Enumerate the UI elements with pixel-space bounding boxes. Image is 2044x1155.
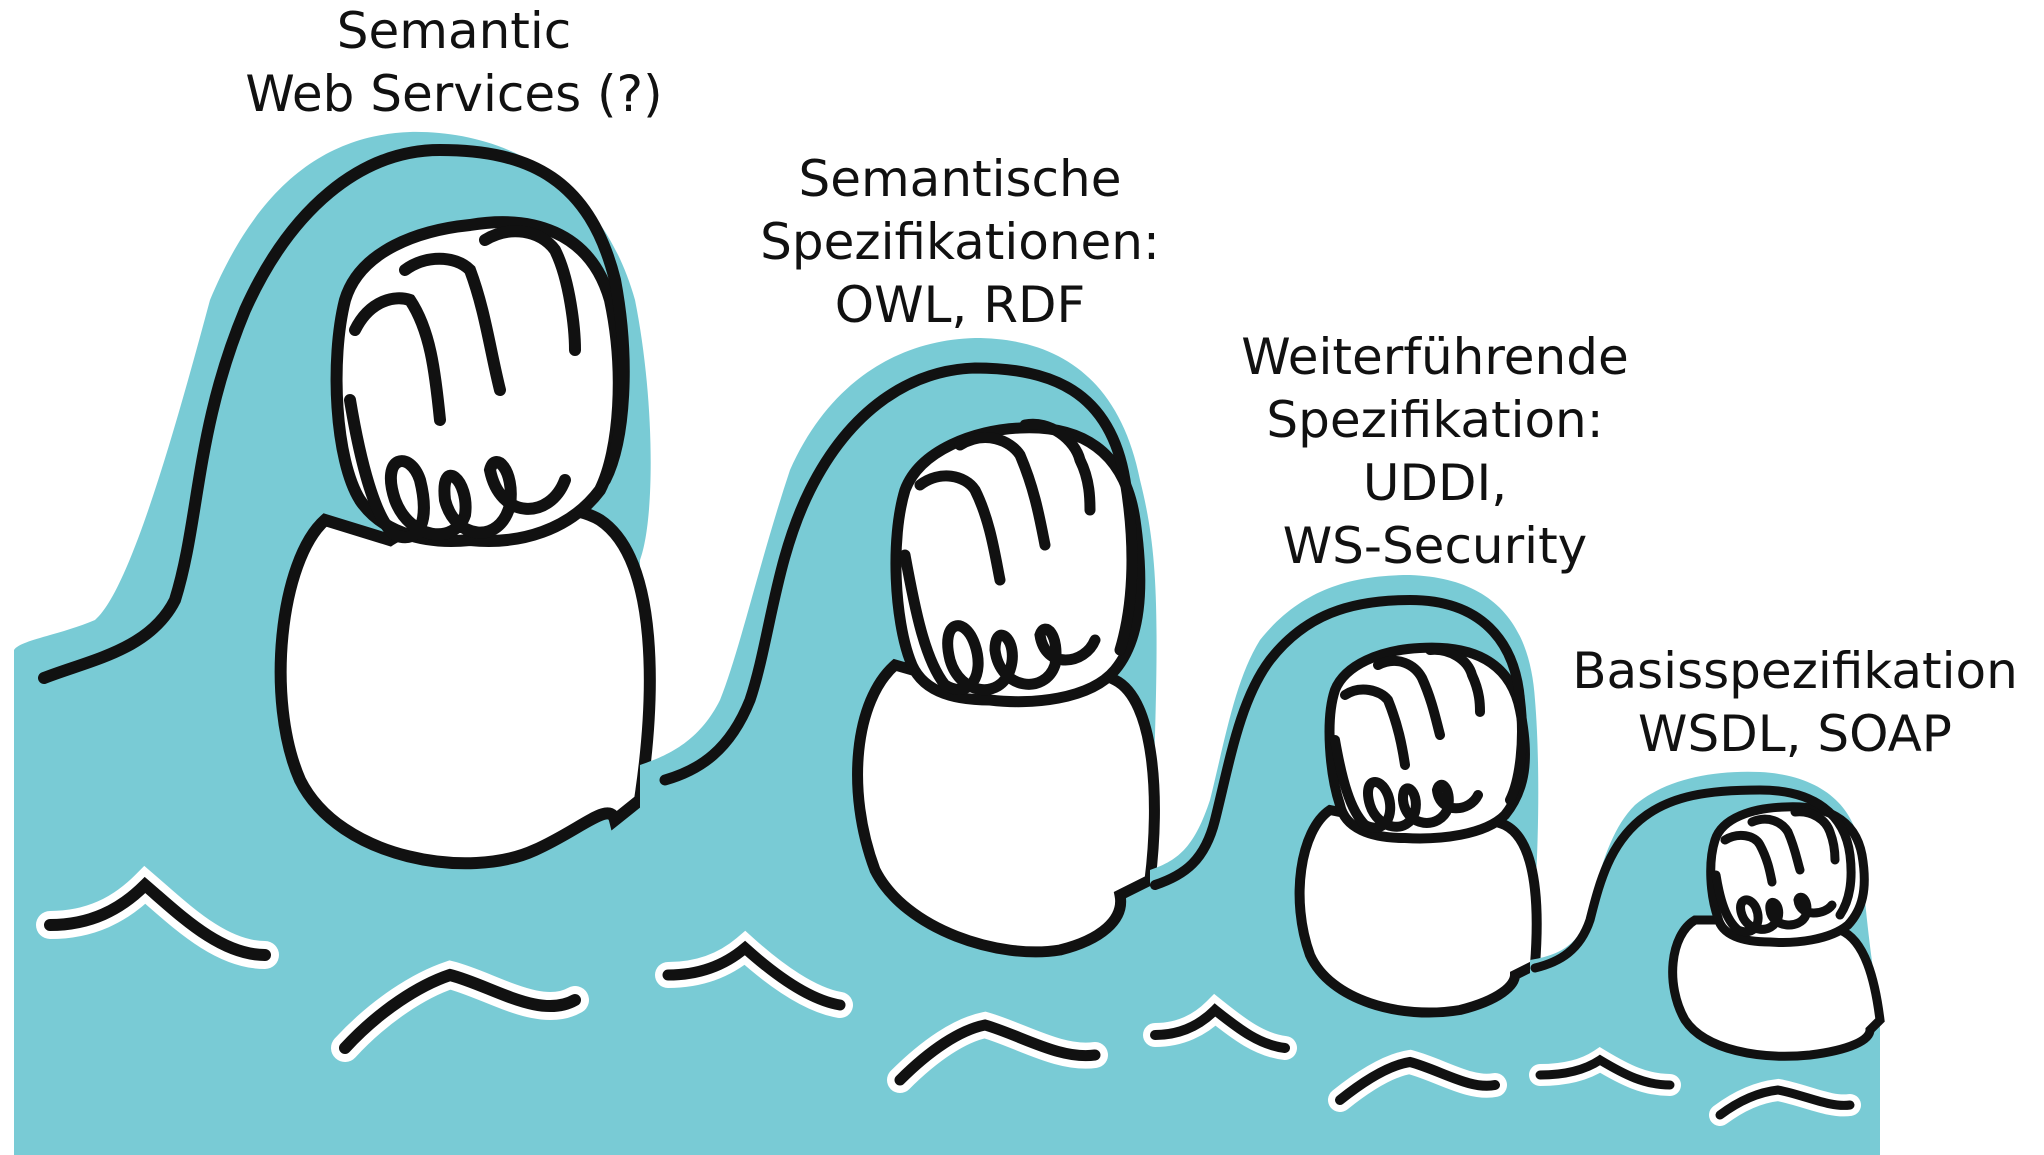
wave-semantic-web-services <box>14 132 651 1155</box>
label-line: Basisspezifikation <box>1572 640 2018 703</box>
label-line: WS-Security <box>1241 515 1628 578</box>
label-line: WSDL, SOAP <box>1572 703 2018 766</box>
label-line: Semantic <box>245 0 662 63</box>
label-line: Spezifikation: <box>1241 389 1628 452</box>
label-line: Spezifikationen: <box>760 211 1160 274</box>
wave-semantische-spezifikationen <box>640 338 1157 1155</box>
label-semantische-spezifikationen: Semantische Spezifikationen: OWL, RDF <box>760 148 1160 337</box>
label-line: Web Services (?) <box>245 63 662 126</box>
wave-weiterfuehrende-spezifikation <box>1150 575 1538 1155</box>
label-line: OWL, RDF <box>760 274 1160 337</box>
label-semantic-web-services: Semantic Web Services (?) <box>245 0 662 126</box>
label-line: Weiterführende <box>1241 326 1628 389</box>
wave-basisspezifikation <box>1530 772 1880 1155</box>
curl-hollow <box>281 507 650 863</box>
label-weiterfuehrende-spezifikation: Weiterführende Spezifikation: UDDI, WS-S… <box>1241 326 1628 578</box>
label-line: UDDI, <box>1241 452 1628 515</box>
foam-head <box>337 222 619 541</box>
label-line: Semantische <box>760 148 1160 211</box>
label-basisspezifikation: Basisspezifikation WSDL, SOAP <box>1572 640 2018 766</box>
curl-hollow <box>858 664 1155 952</box>
